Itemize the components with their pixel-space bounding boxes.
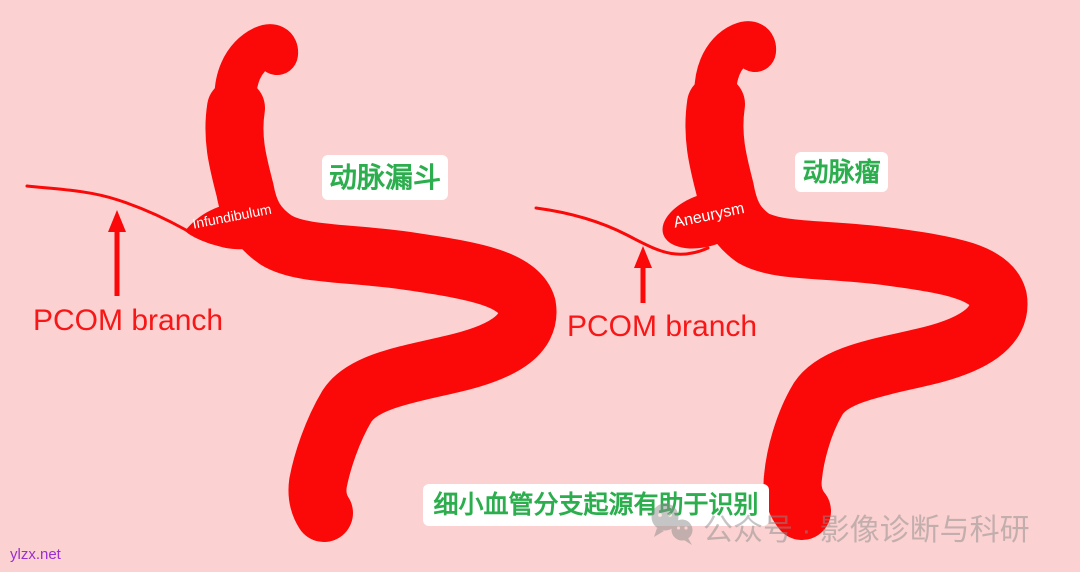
watermark: 公众号 · 影像诊断与科研	[648, 502, 1030, 551]
pcom-branch-line-right	[534, 206, 710, 256]
arrow-up-icon-right	[634, 246, 652, 303]
aneurysm-sac	[662, 191, 752, 249]
arrow-up-icon-left	[108, 210, 126, 296]
bottom-caption: 细小血管分支起源有助于识别	[423, 484, 769, 526]
badge-infundibulum-cn: 动脉漏斗	[322, 155, 448, 200]
pcom-branch-label-right: PCOM branch	[567, 310, 758, 343]
watermark-text: 公众号 · 影像诊断与科研	[703, 513, 1030, 547]
pcom-branch-line-left	[25, 184, 188, 232]
wechat-icon	[648, 502, 696, 551]
site-credit: ylzx.net	[10, 546, 61, 563]
badge-aneurysm-cn: 动脉瘤	[795, 152, 888, 192]
pcom-branch-label-left: PCOM branch	[33, 304, 224, 337]
infundibulum-shape	[185, 201, 280, 250]
